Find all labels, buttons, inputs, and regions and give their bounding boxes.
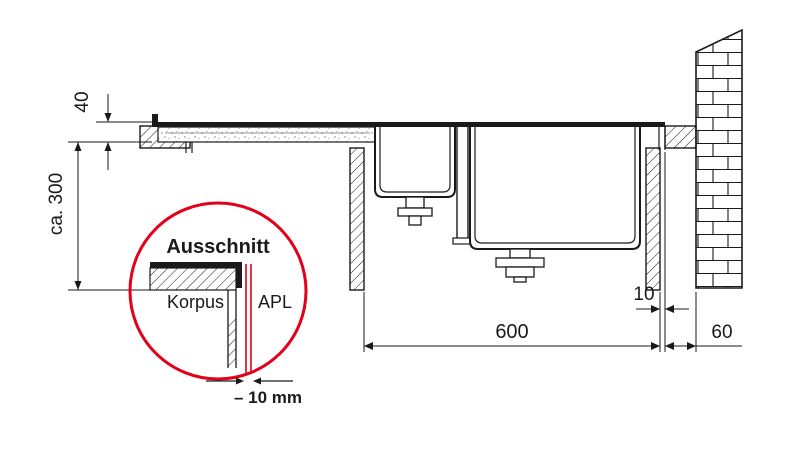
sink-right-skirt	[658, 127, 666, 150]
arrowhead	[665, 342, 674, 350]
cabinet-side-walls	[349, 147, 661, 291]
detail-sink-edge-drop	[236, 262, 242, 288]
dim-40-extension-lines	[68, 121, 152, 143]
worktop-right	[664, 125, 697, 149]
detail-label-korpus: Korpus	[167, 292, 224, 312]
detail-korpus-wall-hatch	[228, 316, 236, 368]
arrowhead	[665, 305, 674, 313]
dimension-600: 600	[363, 292, 661, 352]
basin-small-inner	[379, 127, 451, 193]
dim-60-label: 60	[711, 322, 732, 343]
arrowhead	[74, 142, 82, 151]
detail-title: Ausschnitt	[166, 236, 270, 258]
drain-small	[397, 196, 433, 226]
dim-10-label: 10	[633, 284, 654, 305]
arrowhead	[364, 342, 373, 350]
sink-cross-section	[152, 114, 666, 283]
dim-600-label: 600	[495, 321, 528, 343]
dim-600-extension-lines	[363, 292, 661, 352]
cabinet-wall-right	[645, 147, 661, 291]
arrowhead	[104, 113, 112, 122]
detail-sink-edge	[150, 262, 242, 268]
detail-note: – 10 mm	[234, 388, 302, 407]
arrowhead	[651, 342, 660, 350]
brick-wall	[695, 28, 743, 289]
basin-large-inner	[474, 127, 636, 244]
drain-siphon	[495, 248, 545, 283]
sink-rim	[152, 122, 665, 127]
dim-40-label: 40	[72, 91, 93, 112]
arrowhead	[74, 281, 82, 290]
brick-wall-section	[695, 28, 743, 289]
sink-left-skirt	[185, 142, 193, 153]
dimension-300: ca. 300	[46, 142, 150, 291]
cutout-detail: Ausschnitt Korpus APL – 10 mm	[128, 201, 308, 407]
detail-cutout-lines	[245, 264, 252, 374]
sink-left-lip	[152, 114, 158, 127]
detail-apl-section	[149, 267, 237, 291]
arrowhead	[253, 377, 261, 385]
detail-circle	[128, 201, 308, 381]
arrowhead	[236, 377, 244, 385]
dimension-60: 60	[665, 292, 742, 352]
detail-label-apl: APL	[258, 292, 292, 312]
basin-small-outer	[374, 127, 456, 198]
cabinet-wall-left	[349, 147, 365, 291]
basin-large-outer	[469, 127, 641, 250]
arrowhead	[104, 142, 112, 151]
overflow-pipe	[456, 127, 469, 238]
dimension-40: 40	[68, 91, 152, 170]
arrowhead	[687, 342, 696, 350]
dim-300-label: ca. 300	[46, 173, 67, 235]
sink-drainboard	[157, 126, 376, 143]
dimension-10: 10	[633, 152, 689, 352]
arrowhead	[651, 305, 660, 313]
